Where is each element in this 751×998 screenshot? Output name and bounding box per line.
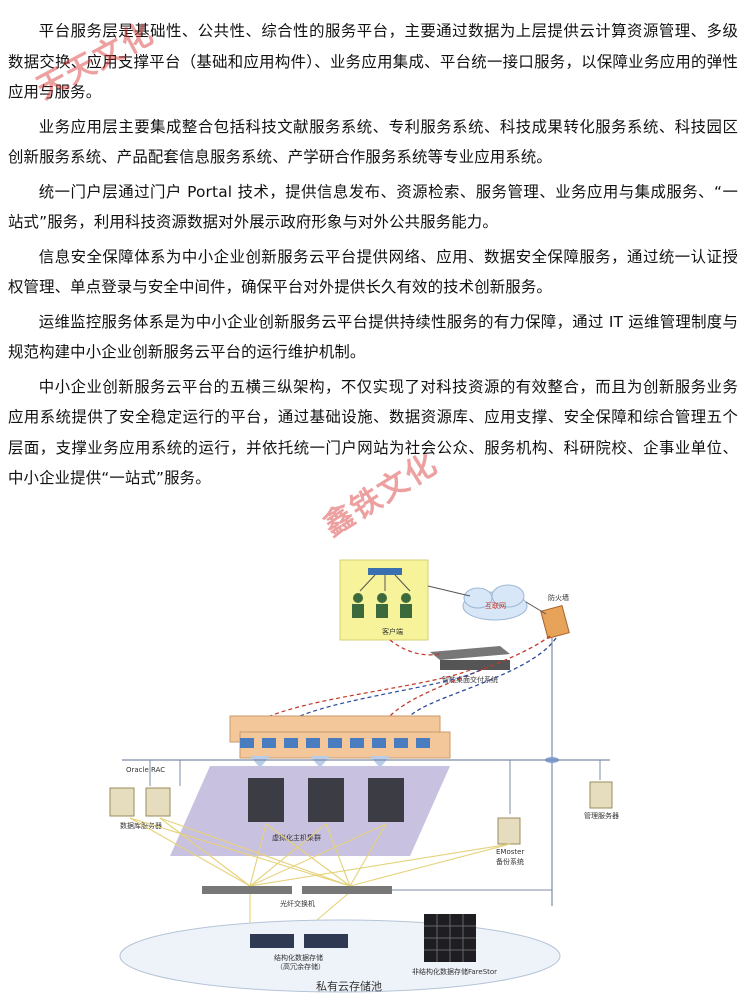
- article-body: 平台服务层是基础性、公共性、综合性的服务平台，主要通过数据为上层提供云计算资源管…: [8, 16, 738, 498]
- internet-label: 互联网: [485, 601, 506, 610]
- delivery-appliance-icon: [430, 646, 510, 670]
- db-server-label: 数据库服务器: [120, 821, 162, 830]
- structured-storage-icon: [250, 934, 348, 948]
- management-server-icon: [589, 781, 613, 809]
- backup-label: 备份系统: [496, 857, 524, 866]
- mgmt-server-label: 管理服务器: [584, 811, 619, 820]
- firewall-label: 防火墙: [548, 593, 569, 602]
- delivery-label: 智能桌面交付系统: [442, 675, 498, 684]
- paragraph-security: 信息安全保障体系为中小企业创新服务云平台提供网络、应用、数据安全保障服务，通过统…: [8, 247, 738, 297]
- paragraph-architecture: 中小企业创新服务云平台的五横三纵架构，不仅实现了对科技资源的有效整合，而且为创新…: [8, 377, 738, 488]
- paragraph-portal: 统一门户层通过门户 Portal 技术，提供信息发布、资源检索、服务管理、业务应…: [8, 182, 738, 232]
- backup-server-icon: [497, 817, 521, 845]
- internet-cloud-icon: [462, 584, 528, 621]
- database-server-icon: [109, 787, 171, 817]
- structured-storage-label: 结构化数据存储: [274, 953, 323, 962]
- client-users-icon: [352, 568, 412, 618]
- fiber-switch-icon: [202, 886, 392, 894]
- backup-brand-label: EMoster: [496, 848, 524, 856]
- cloud-architecture-diagram: 客户端 互联网 防火墙 智能桌面交付系统: [90, 556, 720, 996]
- client-label: 客户端: [382, 627, 403, 636]
- unstructured-storage-icon: [424, 914, 476, 962]
- firewall-icon: [540, 605, 570, 639]
- fiber-mesh: [129, 817, 511, 927]
- oracle-label: Oracle RAC: [126, 766, 165, 774]
- fc-switch-label: 光纤交换机: [280, 899, 315, 908]
- paragraph-ops: 运维监控服务体系是为中小企业创新服务云平台提供持续性服务的有力保障，通过 IT …: [8, 312, 738, 362]
- paragraph-business-app: 业务应用层主要集成整合包括科技文献服务系统、专利服务系统、科技成果转化服务系统、…: [8, 117, 738, 167]
- structured-storage-sub: （高冗余存储）: [276, 962, 325, 971]
- virtual-desktops: [229, 715, 451, 759]
- unstructured-storage-label: 非结构化数据存储FareStor: [412, 967, 497, 976]
- vm-host-servers: [248, 778, 404, 822]
- vm-cluster-label: 虚拟化主机集群: [272, 833, 321, 842]
- storage-pool-label: 私有云存储池: [316, 979, 382, 993]
- paragraph-platform-service: 平台服务层是基础性、公共性、综合性的服务平台，主要通过数据为上层提供云计算资源管…: [8, 22, 738, 101]
